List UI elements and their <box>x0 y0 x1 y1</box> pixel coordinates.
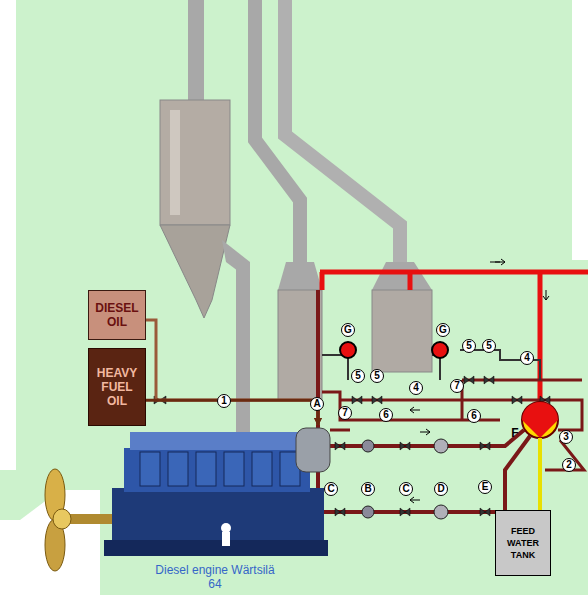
silencer-shine <box>170 110 180 215</box>
callout-number: E <box>478 480 492 494</box>
exhaust-pipe <box>188 0 204 100</box>
engineer-figure <box>221 523 231 533</box>
engine-bedplate <box>104 540 328 556</box>
filter-symbol <box>362 506 374 518</box>
engine-cylinder <box>140 452 160 486</box>
fuel-pipe <box>146 320 318 425</box>
engine-block <box>124 448 310 492</box>
callout-number: A <box>310 397 324 411</box>
callout-number: 4 <box>409 381 423 395</box>
callout-number: G <box>436 323 450 337</box>
outside-strip <box>572 0 588 260</box>
fuel-tank: DIESEL OIL <box>88 290 146 340</box>
callout-number: D <box>434 482 448 496</box>
engine-head <box>130 432 300 450</box>
callout-number: 5 <box>462 339 476 353</box>
silencer-cone <box>160 225 230 318</box>
circulation-pump <box>432 342 448 358</box>
boiler-hood <box>278 262 322 290</box>
callout-number: 7 <box>338 406 352 420</box>
pump-symbol <box>434 439 448 453</box>
outside-strip <box>0 0 16 470</box>
callout-number: 1 <box>217 394 231 408</box>
node-text: DIESEL OIL <box>89 301 145 329</box>
pump-symbol <box>434 505 448 519</box>
callout-number: F <box>508 427 522 441</box>
feed-water-pipe <box>538 438 542 510</box>
diesel-engine: Diesel engine Wärtsilä 64 <box>95 425 330 595</box>
callout-number: 2 <box>562 458 576 472</box>
callout-number: 3 <box>559 430 573 444</box>
boiler-hood <box>372 262 432 290</box>
engine-cylinder <box>252 452 272 486</box>
filter-symbol <box>362 440 374 452</box>
propeller-hub <box>53 509 71 529</box>
callout-number: 5 <box>351 369 365 383</box>
exhaust-pipe <box>236 262 250 432</box>
exhaust-pipe <box>285 0 400 262</box>
engine-cylinder <box>224 452 244 486</box>
exhaust-boiler <box>278 290 322 400</box>
steam-pipe <box>320 272 588 402</box>
flow-arrow <box>410 262 500 503</box>
fuel-tank: HEAVY FUEL OIL <box>88 348 146 426</box>
callout-number: 7 <box>450 379 464 393</box>
stern-hull <box>0 470 100 520</box>
callout-number: 6 <box>467 409 481 423</box>
callout-number: C <box>324 482 338 496</box>
circulation-pump <box>340 342 356 358</box>
engine-cylinder <box>168 452 188 486</box>
node-text: FEED WATER TANK <box>496 525 550 561</box>
node-text: HEAVY FUEL OIL <box>89 366 145 408</box>
node-text: Diesel engine Wärtsilä 64 <box>150 563 280 591</box>
callout-number: B <box>361 482 375 496</box>
exhaust-boiler <box>372 290 432 372</box>
silencer <box>160 100 230 225</box>
flow-arrow <box>495 259 549 300</box>
exhaust-pipe <box>255 0 300 262</box>
callout-number: 5 <box>370 369 384 383</box>
feed-water-tank: FEED WATER TANK <box>495 510 551 576</box>
feed-heater-steam <box>522 402 558 438</box>
water-pipe <box>322 380 584 470</box>
callout-number: G <box>341 323 355 337</box>
engineer-figure <box>222 532 230 546</box>
feed-heater <box>522 402 558 438</box>
engine-cylinder <box>196 452 216 486</box>
callout-number: 5 <box>482 339 496 353</box>
stern-water <box>0 470 100 595</box>
water-pipe <box>318 290 530 516</box>
callout-number: C <box>399 482 413 496</box>
callout-number: 4 <box>520 351 534 365</box>
fuel-pipe <box>146 400 318 425</box>
turbocharger <box>296 428 330 472</box>
callout-number: 6 <box>379 408 393 422</box>
